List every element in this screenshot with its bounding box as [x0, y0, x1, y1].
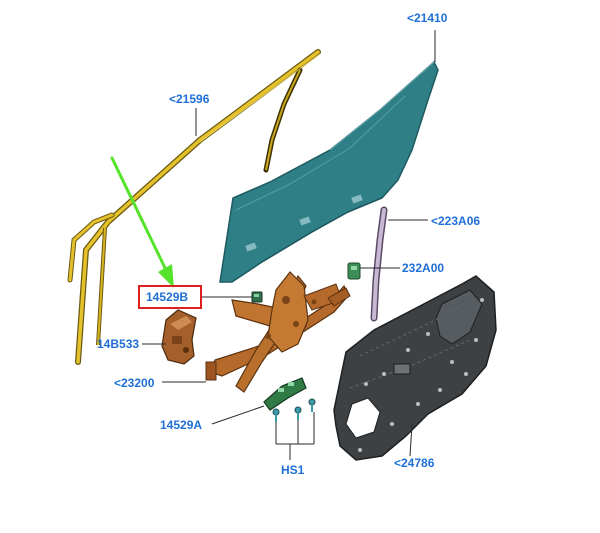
callout-232A00[interactable]: 232A00	[402, 261, 445, 275]
leader-lines	[142, 30, 436, 460]
callout-HS1[interactable]: HS1	[281, 463, 305, 477]
motor-wiring-part[interactable]	[263, 377, 307, 411]
callout-14B533[interactable]: 14B533	[97, 337, 140, 351]
callout-23200[interactable]: <23200	[114, 376, 155, 390]
pointer-arrow	[110, 156, 174, 288]
callout-24786[interactable]: <24786	[394, 456, 435, 470]
door-panel-carrier-part[interactable]	[333, 275, 497, 461]
screws-part[interactable]	[272, 398, 316, 422]
door-glass-part[interactable]	[219, 60, 439, 283]
callout-14529A[interactable]: 14529A	[160, 418, 203, 432]
lock-actuator-part[interactable]	[161, 309, 197, 365]
window-regulator-part[interactable]	[205, 271, 351, 393]
callout-223A06[interactable]: <223A06	[431, 214, 481, 228]
callout-14529B[interactable]: 14529B	[146, 290, 189, 304]
glass-run-channel-part[interactable]	[67, 49, 321, 365]
vertical-run-bracket-part[interactable]	[370, 206, 388, 322]
highlight-box	[138, 285, 202, 309]
connector-part[interactable]	[251, 291, 263, 303]
small-clip-part[interactable]	[347, 262, 361, 280]
callout-21596[interactable]: <21596	[169, 92, 210, 106]
callout-21410[interactable]: <21410	[407, 11, 448, 25]
